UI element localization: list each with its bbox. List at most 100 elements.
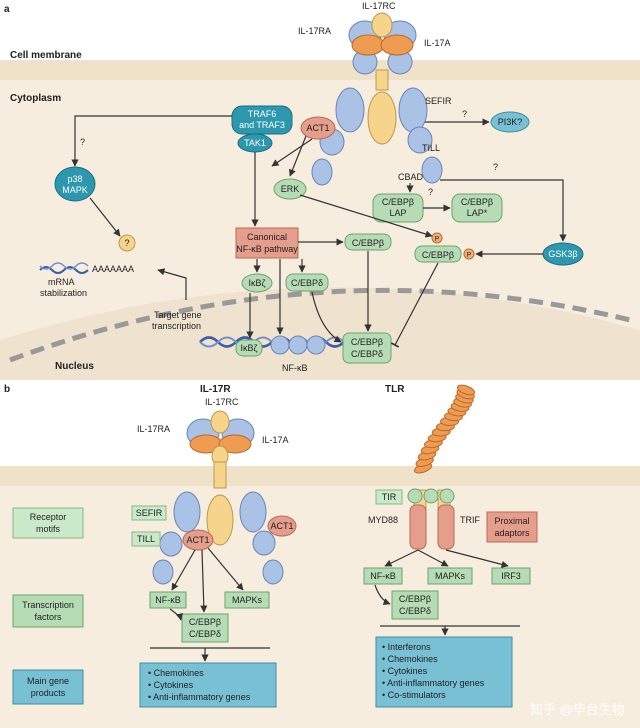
myd88-label: MYD88 bbox=[368, 515, 398, 525]
tlr-product-item: • Cytokines bbox=[382, 666, 428, 676]
mapks-box-b bbox=[224, 591, 270, 609]
nucleus-region bbox=[0, 287, 640, 380]
il17ra-label-b: IL-17RA bbox=[137, 424, 170, 434]
till-label-b: TILL bbox=[137, 534, 155, 544]
il17ra-till bbox=[159, 531, 183, 557]
cebpb-nuclear-label: C/EBPβ bbox=[351, 337, 383, 347]
watermark: 知乎 @毕台生物 bbox=[530, 702, 625, 717]
cbad-label: CBAD bbox=[398, 172, 424, 182]
question-node bbox=[118, 234, 136, 252]
p38-mapk-node bbox=[54, 166, 96, 202]
tir-label: TIR bbox=[382, 492, 397, 502]
receptor-motifs-label: Receptor bbox=[30, 512, 67, 522]
adaptors-label: adaptors bbox=[494, 528, 530, 538]
p38-label: p38 bbox=[67, 174, 82, 184]
il17rc-intracellular bbox=[367, 91, 397, 145]
phospho-label: P bbox=[467, 252, 472, 259]
sefir-label-b: SEFIR bbox=[136, 508, 163, 518]
membrane-band-b bbox=[0, 466, 640, 486]
il17rc-stalk bbox=[375, 69, 389, 91]
act1-label: ACT1 bbox=[306, 123, 329, 133]
question-node-label: ? bbox=[124, 238, 129, 248]
tir-domain bbox=[423, 488, 439, 504]
traf6-label: TRAF6 bbox=[248, 109, 277, 119]
cebpd-label: C/EBPδ bbox=[291, 278, 323, 288]
question-pi3k: ? bbox=[462, 109, 467, 119]
tlr-product-item: • Anti-inflammatory genes bbox=[382, 678, 485, 688]
main-gene-label: Main gene bbox=[27, 676, 69, 686]
il17-receptor-b bbox=[152, 410, 284, 585]
nuclear-envelope bbox=[9, 287, 631, 363]
till-label: TILL bbox=[422, 143, 440, 153]
receptor-motifs-box bbox=[12, 507, 84, 539]
nfkb-subunit bbox=[288, 335, 308, 355]
transcription-factors-box bbox=[12, 594, 84, 628]
lapstar-label: LAP* bbox=[467, 208, 488, 218]
il17ra-label: IL-17RA bbox=[298, 26, 331, 36]
irf3-box bbox=[491, 567, 531, 585]
products-label: products bbox=[31, 688, 66, 698]
cebpb-label-tlr: C/EBPβ bbox=[399, 594, 431, 604]
tlr-coil-segment bbox=[456, 384, 476, 396]
canonical-label: Canonical bbox=[247, 232, 287, 242]
proximal-adaptors-box bbox=[486, 511, 538, 543]
tlr-ectodomain bbox=[414, 384, 476, 474]
il17a-label: IL-17A bbox=[424, 38, 451, 48]
cebpb-node bbox=[344, 233, 392, 251]
ikbz-node bbox=[241, 273, 273, 293]
sefir-box bbox=[131, 505, 167, 521]
il17a-ligand bbox=[351, 34, 385, 56]
panel-b-arrows bbox=[150, 547, 520, 662]
erk-node bbox=[273, 178, 307, 200]
panel-b-letter: b bbox=[4, 384, 10, 395]
lap-label: LAP bbox=[389, 208, 406, 218]
il17ra-cbad bbox=[152, 559, 174, 585]
transcription-label: transcription bbox=[152, 321, 201, 331]
nfkb-box-b bbox=[149, 591, 187, 609]
mapks-box-tlr bbox=[427, 567, 473, 585]
il17ra-cbad bbox=[311, 158, 333, 186]
il17rc-head bbox=[371, 12, 393, 38]
phospho-label: P bbox=[435, 236, 440, 243]
factors-label: factors bbox=[34, 612, 62, 622]
cebpb-lap-label: C/EBPβ bbox=[382, 197, 414, 207]
phospho-marker bbox=[463, 248, 475, 260]
nfkb-subunit bbox=[306, 335, 326, 355]
mapks-label-tlr: MAPKs bbox=[435, 571, 466, 581]
mapk-label: MAPK bbox=[62, 185, 88, 195]
tlr-product-item: • Co-stimulators bbox=[382, 690, 446, 700]
panel-b: b IL-17R TLR Receptor motifs Transcripti… bbox=[0, 380, 640, 728]
trif-adaptor bbox=[437, 504, 455, 550]
il17ra-cbad-right bbox=[262, 559, 284, 585]
cebpb-label: C/EBPβ bbox=[352, 238, 384, 248]
panel-a-letter: a bbox=[4, 4, 10, 15]
ikbz-nuclear-node bbox=[235, 339, 263, 357]
proximal-label: Proximal bbox=[494, 516, 529, 526]
tlr-title: TLR bbox=[385, 384, 405, 395]
il17ra-intracellular bbox=[173, 491, 201, 533]
il17a-ligand bbox=[380, 34, 414, 56]
cebpd-nuclear-label: C/EBPδ bbox=[351, 349, 383, 359]
nfkb-nuclear-label: NF-κB bbox=[282, 363, 308, 373]
act1-node-b-right bbox=[267, 515, 297, 537]
il17rc-intracellular bbox=[206, 494, 234, 546]
il17ra-till-right bbox=[252, 530, 276, 556]
mrna-label: mRNA bbox=[48, 277, 75, 287]
il17-product-item: • Chemokines bbox=[148, 668, 204, 678]
motifs-label: motifs bbox=[36, 524, 61, 534]
target-gene-label: Target gene bbox=[154, 310, 202, 320]
panel-a-arrows bbox=[71, 115, 567, 348]
question-lap: ? bbox=[428, 187, 433, 197]
cebpb-phospho-label: C/EBPβ bbox=[422, 250, 454, 260]
sefir-label: SEFIR bbox=[425, 96, 452, 106]
cebpd-node bbox=[285, 273, 329, 292]
il17ra-intracellular bbox=[239, 491, 267, 533]
trif-label: TRIF bbox=[460, 515, 480, 525]
question-p38: ? bbox=[80, 137, 85, 147]
il17rc-label-b: IL-17RC bbox=[205, 397, 239, 407]
irf3-label: IRF3 bbox=[501, 571, 521, 581]
nfkb-label-tlr: NF-κB bbox=[370, 571, 396, 581]
panel-a: a Cell membrane Cytoplasm Nucleus IL-17R… bbox=[0, 0, 640, 380]
